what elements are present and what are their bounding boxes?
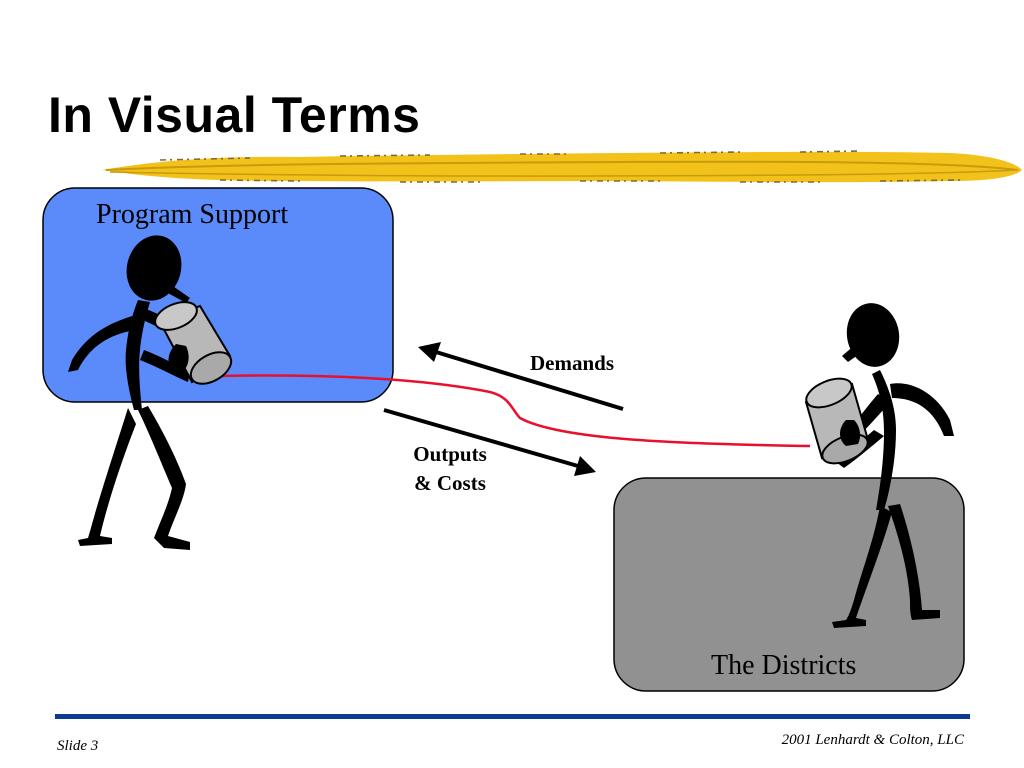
slide-number: Slide 3 <box>57 738 99 754</box>
right-stick-figure <box>832 303 954 628</box>
outputs-label-line2: & Costs <box>414 471 486 495</box>
copyright-notice: 2001 Lenhardt & Colton, LLC <box>781 732 964 748</box>
outputs-arrow <box>383 408 596 476</box>
tin-can-string <box>221 374 811 448</box>
footer-rule <box>55 714 970 719</box>
outputs-label-line1: Outputs <box>413 442 487 466</box>
slide-title: In Visual Terms <box>48 87 421 143</box>
districts-label: The Districts <box>711 650 857 681</box>
outputs-costs-label: Outputs & Costs <box>396 440 504 498</box>
demands-arrow <box>418 342 624 411</box>
demands-label: Demands <box>530 351 615 375</box>
title-underline-brushstroke <box>102 150 1022 183</box>
program-support-label: Program Support <box>96 199 289 230</box>
right-tin-can <box>804 377 870 465</box>
left-tin-can <box>154 301 233 385</box>
